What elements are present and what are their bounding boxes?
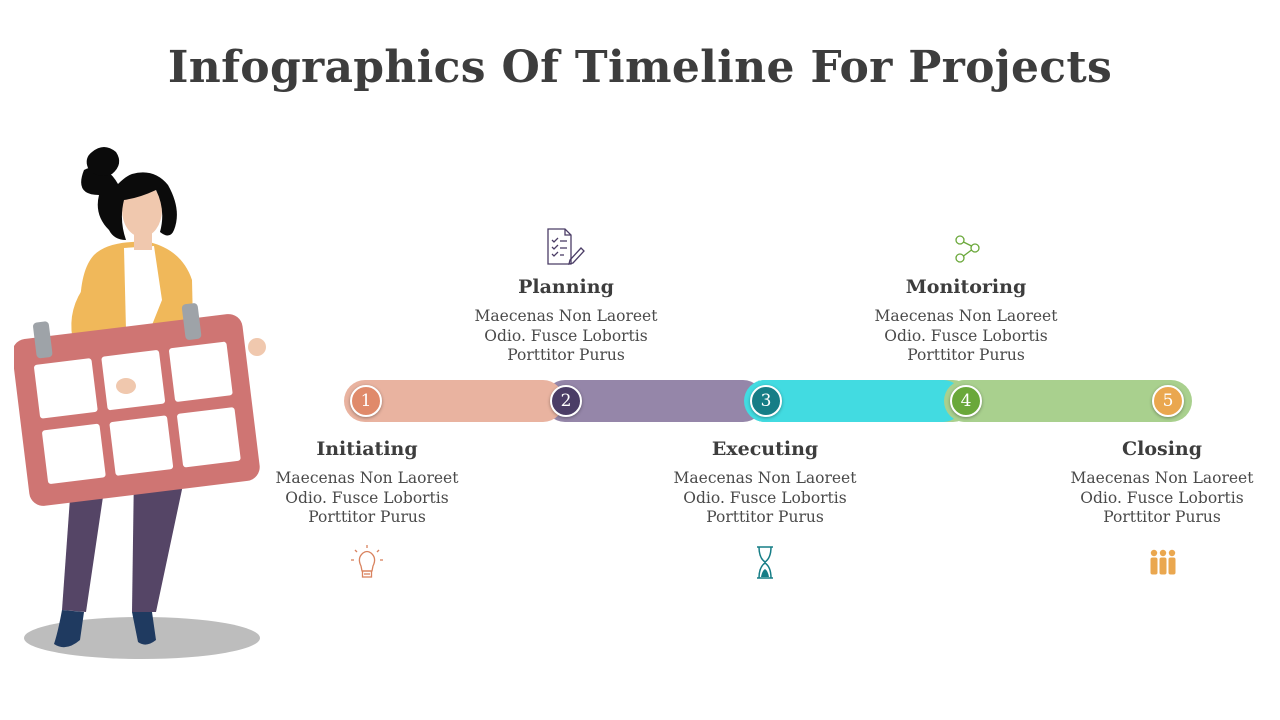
step-desc-line: Porttitor Purus (907, 346, 1025, 364)
step-monitoring: Monitoring Maecenas Non Laoreet Odio. Fu… (866, 276, 1066, 366)
timeline-bar: 1 2 3 4 5 (344, 380, 1192, 422)
step-desc-line: Porttitor Purus (507, 346, 625, 364)
step-title: Planning (518, 276, 614, 298)
team-icon (1150, 549, 1176, 575)
step-number-2: 2 (550, 385, 582, 417)
step-title: Monitoring (905, 276, 1027, 298)
step-desc-line: Maecenas Non Laoreet (874, 307, 1058, 325)
share-nodes-icon (955, 235, 980, 263)
step-desc-line: Odio. Fusce Lobortis (683, 488, 847, 507)
step-desc-line: Odio. Fusce Lobortis (884, 326, 1048, 345)
step-number-4: 4 (950, 385, 982, 417)
step-desc-line: Maecenas Non Laoreet (275, 469, 459, 487)
step-desc-line: Odio. Fusce Lobortis (285, 488, 449, 507)
step-desc-line: Porttitor Purus (308, 508, 426, 526)
step-number-1: 1 (350, 385, 382, 417)
step-title: Executing (711, 438, 819, 460)
step-desc-line: Odio. Fusce Lobortis (484, 326, 648, 345)
step-desc-line: Maecenas Non Laoreet (474, 307, 658, 325)
step-number-5: 5 (1152, 385, 1184, 417)
page-title: Infographics Of Timeline For Projects (167, 42, 1113, 93)
step-planning: Planning Maecenas Non Laoreet Odio. Fusc… (466, 276, 666, 366)
step-title: Closing (1121, 438, 1203, 460)
step-desc-line: Maecenas Non Laoreet (673, 469, 857, 487)
hourglass-icon (757, 546, 773, 579)
step-executing: Executing Maecenas Non Laoreet Odio. Fus… (665, 438, 865, 528)
woman-calendar-illustration (14, 147, 266, 659)
checklist-icon (547, 228, 585, 265)
step-desc-line: Porttitor Purus (706, 508, 824, 526)
step-closing: Closing Maecenas Non Laoreet Odio. Fusce… (1062, 438, 1262, 528)
step-initiating: Initiating Maecenas Non Laoreet Odio. Fu… (267, 438, 467, 528)
step-number-3: 3 (750, 385, 782, 417)
step-desc-line: Odio. Fusce Lobortis (1080, 488, 1244, 507)
step-title: Initiating (316, 438, 418, 460)
step-desc-line: Maecenas Non Laoreet (1070, 469, 1254, 487)
lightbulb-icon (351, 545, 383, 578)
step-desc-line: Porttitor Purus (1103, 508, 1221, 526)
